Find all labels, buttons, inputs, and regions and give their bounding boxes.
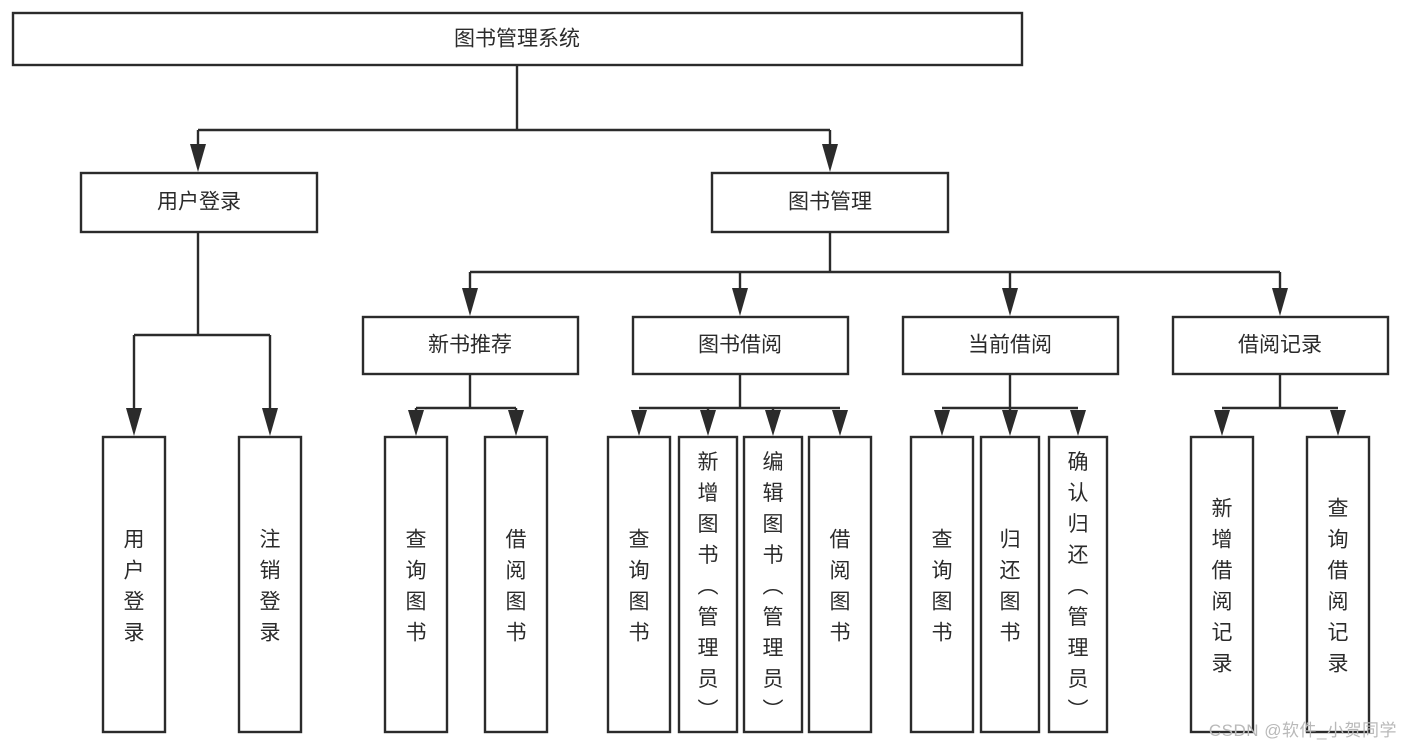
- leaf-query-book-2-label: 查询图书: [629, 529, 650, 645]
- node-book-manage-box[interactable]: [710, 171, 950, 234]
- leaf-query-book-1[interactable]: 查询图书: [383, 435, 449, 734]
- leaf-query-book-3[interactable]: 查询图书: [909, 435, 975, 734]
- leaf-add-book-label: 新增图书︵管理员︶: [698, 451, 719, 722]
- leaf-query-record[interactable]: 查询借阅记录: [1305, 435, 1371, 734]
- node-borrow-record-box[interactable]: [1171, 315, 1390, 376]
- leaf-edit-book-label: 编辑图书︵管理员︶: [763, 451, 784, 722]
- arrow-to-leaf-borrow-book-2: [832, 410, 848, 436]
- csdn-watermark: CSDN @软件_小贺同学: [1208, 721, 1397, 740]
- arrow-to-current-borrow: [1002, 288, 1018, 316]
- leaf-query-book-3-label: 查询图书: [932, 529, 953, 645]
- leaf-edit-book[interactable]: 编辑图书︵管理员︶: [742, 435, 804, 734]
- arrow-to-leaf-query-book-1: [408, 410, 424, 436]
- node-user-login-box[interactable]: [79, 171, 319, 234]
- arrow-to-leaf-borrow-book-1: [508, 410, 524, 436]
- leaf-user-logout[interactable]: 注销登录: [237, 435, 303, 734]
- node-current-borrow[interactable]: 当前借阅: [901, 315, 1120, 376]
- node-new-book-recommend-label: 新书推荐: [428, 334, 512, 357]
- leaf-add-record[interactable]: 新增借阅记录: [1189, 435, 1255, 734]
- leaf-query-record-label: 查询借阅记录: [1328, 498, 1349, 676]
- node-book-borrow-label: 图书借阅: [698, 334, 782, 357]
- arrow-to-leaf-add-book: [700, 410, 716, 436]
- leaf-add-book[interactable]: 新增图书︵管理员︶: [677, 435, 739, 734]
- arrow-to-leaf-query-record: [1330, 410, 1346, 436]
- leaf-query-book-3-box[interactable]: [909, 435, 975, 734]
- node-current-borrow-label: 当前借阅: [968, 334, 1052, 357]
- leaf-add-book-box[interactable]: [677, 435, 739, 734]
- leaf-user-login[interactable]: 用户登录: [101, 435, 167, 734]
- leaf-add-record-box[interactable]: [1189, 435, 1255, 734]
- node-borrow-record-label: 借阅记录: [1238, 334, 1322, 357]
- arrow-to-leaf-query-book-3: [934, 410, 950, 436]
- leaf-query-book-1-label: 查询图书: [406, 529, 427, 645]
- arrow-to-leaf-query-book-2: [631, 410, 647, 436]
- leaf-query-record-box[interactable]: [1305, 435, 1371, 734]
- arrow-to-user-login: [190, 144, 206, 172]
- arrow-to-leaf-confirm-return: [1070, 410, 1086, 436]
- arrow-to-book-borrow: [732, 288, 748, 316]
- leaf-user-logout-label: 注销登录: [260, 529, 281, 645]
- node-book-manage[interactable]: 图书管理: [710, 171, 950, 234]
- leaf-borrow-book-1-box[interactable]: [483, 435, 549, 734]
- leaf-query-book-2-box[interactable]: [606, 435, 672, 734]
- arrow-to-leaf-return-book: [1002, 410, 1018, 436]
- node-book-borrow-box[interactable]: [631, 315, 850, 376]
- leaf-user-logout-box[interactable]: [237, 435, 303, 734]
- leaf-borrow-book-1-label: 借阅图书: [506, 529, 527, 645]
- leaf-borrow-book-2-box[interactable]: [807, 435, 873, 734]
- leaf-return-book-box[interactable]: [979, 435, 1041, 734]
- node-book-manage-label: 图书管理: [788, 191, 872, 214]
- leaf-query-book-1-box[interactable]: [383, 435, 449, 734]
- leaf-user-login-label: 用户登录: [124, 529, 145, 645]
- leaf-borrow-book-1[interactable]: 借阅图书: [483, 435, 549, 734]
- leaf-add-record-label: 新增借阅记录: [1212, 498, 1233, 676]
- arrow-to-leaf-add-record: [1214, 410, 1230, 436]
- node-new-book-recommend[interactable]: 新书推荐: [361, 315, 580, 376]
- arrow-to-leaf-edit-book: [765, 410, 781, 436]
- edge-layer: [126, 65, 1346, 436]
- leaf-user-login-box[interactable]: [101, 435, 167, 734]
- arrow-to-new-book-recommend: [462, 288, 478, 316]
- leaf-return-book[interactable]: 归还图书: [979, 435, 1041, 734]
- node-root-label: 图书管理系统: [454, 28, 580, 51]
- leaf-edit-book-box[interactable]: [742, 435, 804, 734]
- node-root[interactable]: 图书管理系统: [11, 11, 1024, 67]
- arrow-to-book-manage: [822, 144, 838, 172]
- node-new-book-recommend-box[interactable]: [361, 315, 580, 376]
- leaf-borrow-book-2-label: 借阅图书: [830, 529, 851, 645]
- node-borrow-record[interactable]: 借阅记录: [1171, 315, 1390, 376]
- leaf-query-book-2[interactable]: 查询图书: [606, 435, 672, 734]
- node-book-borrow[interactable]: 图书借阅: [631, 315, 850, 376]
- node-root-box[interactable]: [11, 11, 1024, 67]
- leaf-return-book-label: 归还图书: [1000, 529, 1021, 645]
- leaf-confirm-return[interactable]: 确认归还︵管理员︶: [1047, 435, 1109, 734]
- arrow-to-leaf-user-logout: [262, 408, 278, 436]
- node-user-login[interactable]: 用户登录: [79, 171, 319, 234]
- arrow-to-borrow-record: [1272, 288, 1288, 316]
- node-user-login-label: 用户登录: [157, 191, 241, 214]
- arrow-to-leaf-user-login: [126, 408, 142, 436]
- leaf-borrow-book-2[interactable]: 借阅图书: [807, 435, 873, 734]
- leaf-confirm-return-label: 确认归还︵管理员︶: [1068, 451, 1089, 722]
- leaf-confirm-return-box[interactable]: [1047, 435, 1109, 734]
- node-current-borrow-box[interactable]: [901, 315, 1120, 376]
